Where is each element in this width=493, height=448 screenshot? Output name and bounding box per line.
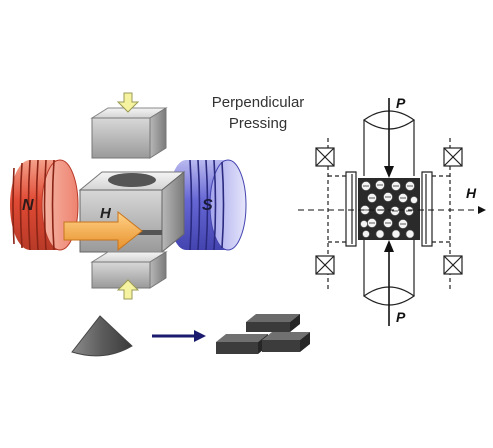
field-axis-arrowhead: [478, 206, 486, 214]
pressure-arrow-up: [384, 240, 394, 252]
coil-box-bottom-left: [315, 255, 335, 275]
bottom-press-arrow: [116, 279, 140, 300]
coil-box-top-right: [443, 147, 463, 167]
die-walls: [345, 171, 433, 247]
north-pole-coil: [10, 159, 79, 251]
pressure-arrow-down: [384, 166, 394, 178]
south-label: S: [202, 197, 213, 214]
field-label-left: H: [100, 205, 112, 222]
caption: Perpendicular Pressing: [196, 92, 320, 134]
powder-compact: [358, 178, 420, 240]
top-press-arrow: [116, 92, 140, 113]
north-label: N: [22, 197, 34, 214]
south-pole-coil: [168, 159, 247, 251]
field-arrow: [63, 210, 143, 252]
schematic: [315, 110, 463, 306]
pressure-label-bottom: P: [396, 309, 406, 325]
process-arrow: [152, 330, 206, 342]
coil-box-top-left: [315, 147, 335, 167]
lower-punch: [90, 251, 168, 289]
field-label-right: H: [466, 185, 477, 201]
upper-punch: [90, 107, 168, 159]
lower-punch-cylinder: [362, 240, 416, 306]
pressure-label-top: P: [396, 95, 406, 111]
coil-box-bottom-right: [443, 255, 463, 275]
pressed-magnets: [216, 314, 310, 354]
caption-line-1: Perpendicular: [211, 94, 305, 111]
caption-line-2: Pressing: [228, 115, 288, 132]
powder-cone: [71, 315, 133, 357]
